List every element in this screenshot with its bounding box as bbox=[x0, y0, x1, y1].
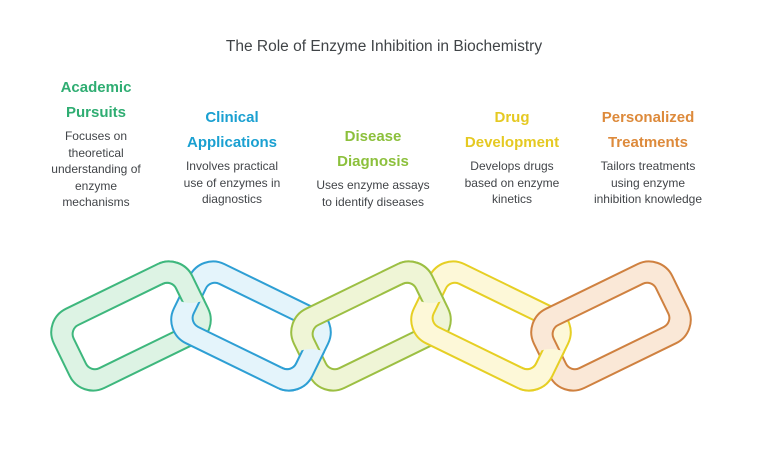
column-drug-development: Drug Development Develops drugs based on… bbox=[457, 105, 567, 208]
chain-link-personalized-treatments bbox=[530, 260, 692, 392]
column-heading-academic-pursuits: Academic Pursuits bbox=[60, 79, 132, 121]
chain-link-academic-pursuits-weave bbox=[158, 260, 212, 303]
chain-weave-overlap bbox=[518, 349, 572, 392]
chain-weave-overlap bbox=[158, 260, 212, 303]
chain-link-clinical-applications-weave bbox=[278, 349, 332, 392]
column-body-disease-diagnosis: Uses enzyme assays to identify diseases bbox=[316, 178, 430, 209]
column-academic-pursuits: Academic Pursuits Focuses on theoretical… bbox=[46, 75, 146, 211]
chain-weave-overlap bbox=[278, 349, 332, 392]
column-heading-drug-development: Drug Development bbox=[464, 109, 560, 151]
column-heading-clinical-applications: Clinical Applications bbox=[186, 109, 277, 151]
column-body-academic-pursuits: Focuses on theoretical understanding of … bbox=[51, 129, 141, 209]
column-heading-disease-diagnosis: Disease Diagnosis bbox=[337, 128, 409, 170]
column-personalized-treatments: Personalized Treatments Tailors treatmen… bbox=[586, 105, 710, 208]
column-body-personalized-treatments: Tailors treatments using enzyme inhibiti… bbox=[593, 159, 703, 206]
chain-link-disease-diagnosis-weave bbox=[398, 260, 452, 303]
page-title: The Role of Enzyme Inhibition in Biochem… bbox=[225, 38, 543, 55]
chain-weave-overlap bbox=[398, 260, 452, 303]
column-body-drug-development: Develops drugs based on enzyme kinetics bbox=[464, 159, 560, 206]
column-disease-diagnosis: Disease Diagnosis Uses enzyme assays to … bbox=[313, 124, 433, 210]
column-clinical-applications: Clinical Applications Involves practical… bbox=[177, 105, 287, 208]
chain-link-drug-development-weave bbox=[518, 349, 572, 392]
column-body-clinical-applications: Involves practical use of enzymes in dia… bbox=[183, 159, 281, 206]
column-heading-personalized-treatments: Personalized Treatments bbox=[601, 109, 695, 151]
